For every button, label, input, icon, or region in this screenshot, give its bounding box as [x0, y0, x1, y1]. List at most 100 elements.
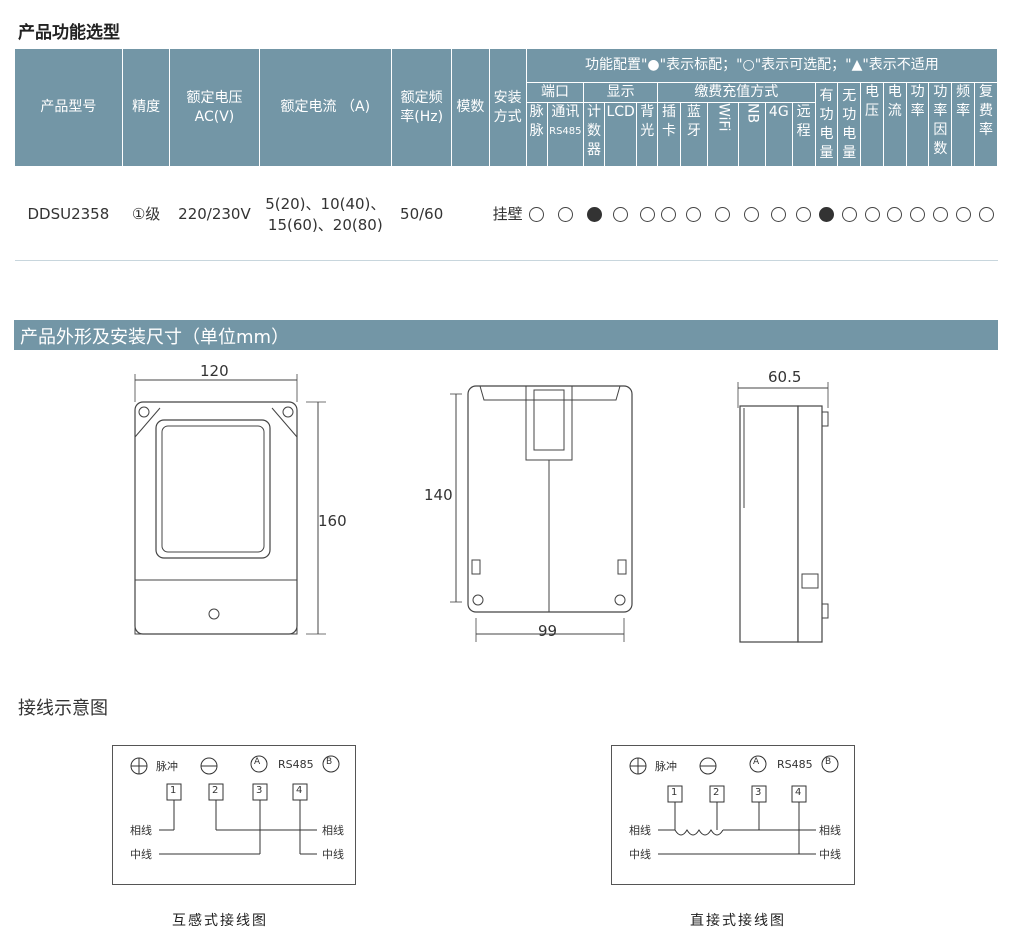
mark-cell — [951, 166, 975, 261]
header-power-factor: 功率因数 — [928, 82, 953, 167]
mark-active-energy — [818, 206, 834, 222]
mark-cell — [707, 166, 739, 261]
mark-nb — [744, 206, 760, 222]
mark-cell — [526, 166, 548, 261]
label-neutral-out-direct: 中线 — [819, 848, 841, 861]
mark-cell — [837, 166, 861, 261]
header-legend: 功能配置"●"表示标配；"○"表示可选配；"▲"表示不适用 — [525, 48, 999, 83]
cell-modules — [451, 166, 489, 261]
label-phase-out-direct: 相线 — [819, 824, 841, 837]
label-pulse-ct: 脉冲 — [156, 760, 178, 773]
header-voltage-line2: AC(V) — [194, 108, 235, 125]
mark-cell — [636, 166, 658, 261]
mark-cell — [883, 166, 907, 261]
header-freq-line1: 额定频 — [400, 89, 443, 106]
header-install: 安装 方式 — [488, 48, 527, 167]
mark-bluetooth — [686, 206, 702, 222]
header-bluetooth: 蓝牙 — [679, 102, 708, 167]
label-phase-in-direct: 相线 — [629, 824, 651, 837]
header-remote: 远程 — [791, 102, 816, 167]
mark-cell — [815, 166, 838, 261]
dim-depth-60-5: 60.5 — [768, 368, 802, 386]
label-rs485-ct: RS485 — [278, 758, 314, 771]
cell-current: 5(20)、10(40)、 15(60)、20(80) — [259, 166, 392, 261]
caption-ct-wiring: 互感式接线图 — [172, 913, 268, 929]
dim-height-140: 140 — [424, 486, 453, 504]
cell-current-line2: 15(60)、20(80) — [267, 215, 383, 234]
header-wifi-text: WiFi — [715, 103, 732, 132]
label-b-direct: B — [825, 757, 832, 767]
dim-width-120: 120 — [200, 362, 229, 380]
header-active-energy: 有功电量 — [814, 82, 839, 167]
header-wifi: WiFi — [706, 102, 739, 167]
label-neutral-in-direct: 中线 — [629, 848, 651, 861]
mark-cell — [657, 166, 681, 261]
mark-remote — [796, 206, 812, 222]
header-voltage-line1: 额定电压 — [186, 89, 243, 106]
header-accuracy: 精度 — [121, 48, 171, 167]
side-view-drawing — [737, 382, 829, 643]
cell-current-line1: 5(20)、10(40)、 — [265, 194, 386, 213]
section-title-wiring: 接线示意图 — [18, 698, 108, 719]
header-payment: 缴费充值方式 — [657, 82, 816, 103]
mark-cell — [738, 166, 766, 261]
header-modules: 模数 — [451, 48, 490, 167]
header-4g: 4G — [764, 102, 793, 167]
mark-card — [661, 206, 677, 222]
mark-backlight — [639, 206, 655, 222]
header-nb-text: NB — [744, 103, 761, 124]
label-neutral-in-ct: 中线 — [130, 848, 152, 861]
header-voltage-measure: 电压 — [860, 82, 884, 167]
function-table: 产品型号 精度 额定电压 AC(V) 额定电流 （A) 额定频 率(Hz) 模数… — [14, 48, 999, 261]
header-comm: 通讯 RS485 — [546, 102, 585, 167]
header-multi-tariff: 复费率 — [974, 82, 998, 167]
header-freq-line2: 率(Hz) — [400, 108, 444, 125]
cell-install: 挂壁 — [489, 166, 527, 261]
terminal-2-ct: 2 — [212, 785, 219, 796]
wiring-diagram-ct — [112, 745, 356, 885]
mark-cell — [680, 166, 708, 261]
label-phase-in-ct: 相线 — [130, 824, 152, 837]
label-phase-out-ct: 相线 — [322, 824, 344, 837]
header-frequency: 额定频 率(Hz) — [391, 48, 453, 167]
mark-reactive-energy — [841, 206, 857, 222]
header-reactive-energy: 无功电量 — [837, 82, 862, 167]
cell-frequency: 50/60 — [391, 166, 452, 261]
label-rs485-direct: RS485 — [777, 758, 813, 771]
dim-width-99: 99 — [538, 622, 558, 640]
header-nb: NB — [737, 102, 766, 167]
mark-frequency — [955, 206, 971, 222]
front-view-drawing — [134, 374, 326, 635]
mark-4g — [771, 206, 787, 222]
caption-direct-wiring: 直接式接线图 — [690, 913, 786, 929]
mark-cell — [604, 166, 637, 261]
mark-cell — [547, 166, 584, 261]
label-b-ct: B — [326, 757, 333, 767]
header-frequency-measure: 频率 — [951, 82, 976, 167]
section-title-function: 产品功能选型 — [18, 23, 120, 43]
terminal-1-ct: 1 — [170, 785, 177, 796]
cell-model: DDSU2358 — [14, 166, 123, 261]
mark-power — [910, 206, 926, 222]
header-pulse: 脉脉 — [525, 102, 548, 167]
back-view-drawing — [450, 385, 633, 642]
mark-lcd — [613, 206, 629, 222]
header-lcd: LCD — [603, 102, 638, 167]
mark-cell — [860, 166, 884, 261]
header-card: 插卡 — [657, 102, 681, 167]
terminal-4-ct: 4 — [296, 785, 303, 796]
header-voltage: 额定电压 AC(V) — [169, 48, 260, 167]
label-neutral-out-ct: 中线 — [322, 848, 344, 861]
terminal-2-direct: 2 — [713, 787, 720, 798]
mark-cell — [974, 166, 998, 261]
mark-cell — [906, 166, 929, 261]
header-model: 产品型号 — [14, 48, 123, 167]
mark-multi-tariff — [978, 206, 994, 222]
header-current: 额定电流 （A) — [258, 48, 393, 167]
header-comm-line2: RS485 — [549, 126, 582, 137]
mark-counter — [586, 206, 602, 222]
terminal-3-direct: 3 — [755, 787, 762, 798]
label-a-direct: A — [753, 757, 760, 767]
header-port: 端口 — [525, 82, 585, 103]
table-row: DDSU2358 ①级 220/230V 5(20)、10(40)、 15(60… — [14, 166, 998, 261]
